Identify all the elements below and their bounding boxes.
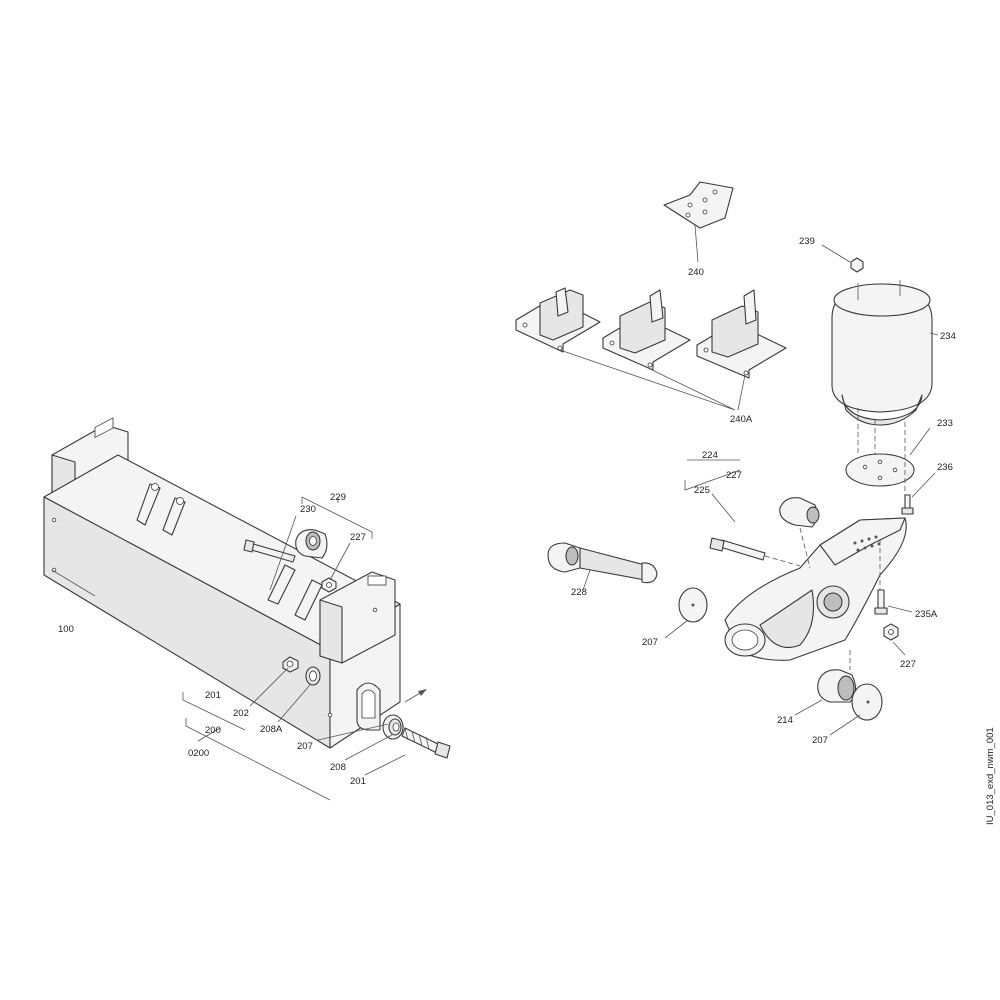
part-labels: 240 240A 239 234 233 236 224 227 225 228… xyxy=(58,236,956,787)
washer-207-208-front xyxy=(382,714,404,740)
drawing-id: IU_013_exd_nwm_001 xyxy=(985,727,996,825)
label-100: 100 xyxy=(58,624,74,635)
label-233: 233 xyxy=(937,418,953,429)
label-239: 239 xyxy=(799,236,815,247)
label-235A: 235A xyxy=(915,609,938,620)
label-236: 236 xyxy=(937,462,953,473)
bolt-201 xyxy=(401,727,451,759)
label-234: 234 xyxy=(940,331,956,342)
plate-233 xyxy=(845,453,915,487)
nut-227-right xyxy=(883,623,899,641)
label-207-lower: 207 xyxy=(812,735,828,746)
label-0200: 0200 xyxy=(188,748,209,759)
label-240: 240 xyxy=(688,267,704,278)
washer-207-upper xyxy=(678,587,708,623)
label-227-top: 227 xyxy=(726,470,742,481)
washer-207-lower xyxy=(851,683,883,721)
label-200: 200 xyxy=(205,725,221,736)
bracket-240A-1 xyxy=(515,287,601,353)
bolt-225 xyxy=(709,537,766,561)
label-201-top: 201 xyxy=(205,690,221,701)
label-229: 229 xyxy=(330,492,346,503)
nut-239 xyxy=(850,257,864,273)
frame-beam-100 xyxy=(43,417,401,749)
bolt-230 xyxy=(243,539,296,563)
label-230: 230 xyxy=(300,504,316,515)
bracket-240A-3 xyxy=(696,289,787,379)
label-227-left: 227 xyxy=(350,532,366,543)
label-207-upper: 207 xyxy=(642,637,658,648)
label-202: 202 xyxy=(233,708,249,719)
label-214: 214 xyxy=(777,715,793,726)
nut-202 xyxy=(282,656,299,673)
label-240A: 240A xyxy=(730,414,753,425)
bushing-upper xyxy=(779,497,820,528)
direction-arrow xyxy=(404,689,427,703)
label-227-right: 227 xyxy=(900,659,916,670)
label-207-left: 207 xyxy=(297,741,313,752)
bolt-235A xyxy=(874,589,888,615)
air-spring-234 xyxy=(831,280,933,426)
washer-208A xyxy=(305,666,321,686)
plate-240 xyxy=(663,181,734,229)
label-224: 224 xyxy=(702,450,718,461)
bracket-240A-2 xyxy=(602,289,691,371)
label-201-bottom: 201 xyxy=(350,776,366,787)
bushing-229 xyxy=(295,529,328,559)
bushing-214 xyxy=(817,669,857,703)
bolt-236 xyxy=(901,494,914,515)
nut-227-left xyxy=(321,577,337,593)
label-225: 225 xyxy=(694,485,710,496)
label-228: 228 xyxy=(571,587,587,598)
shock-absorber-228 xyxy=(547,542,658,584)
label-208A: 208A xyxy=(260,724,283,735)
label-208: 208 xyxy=(330,762,346,773)
trailing-arm xyxy=(724,517,907,661)
